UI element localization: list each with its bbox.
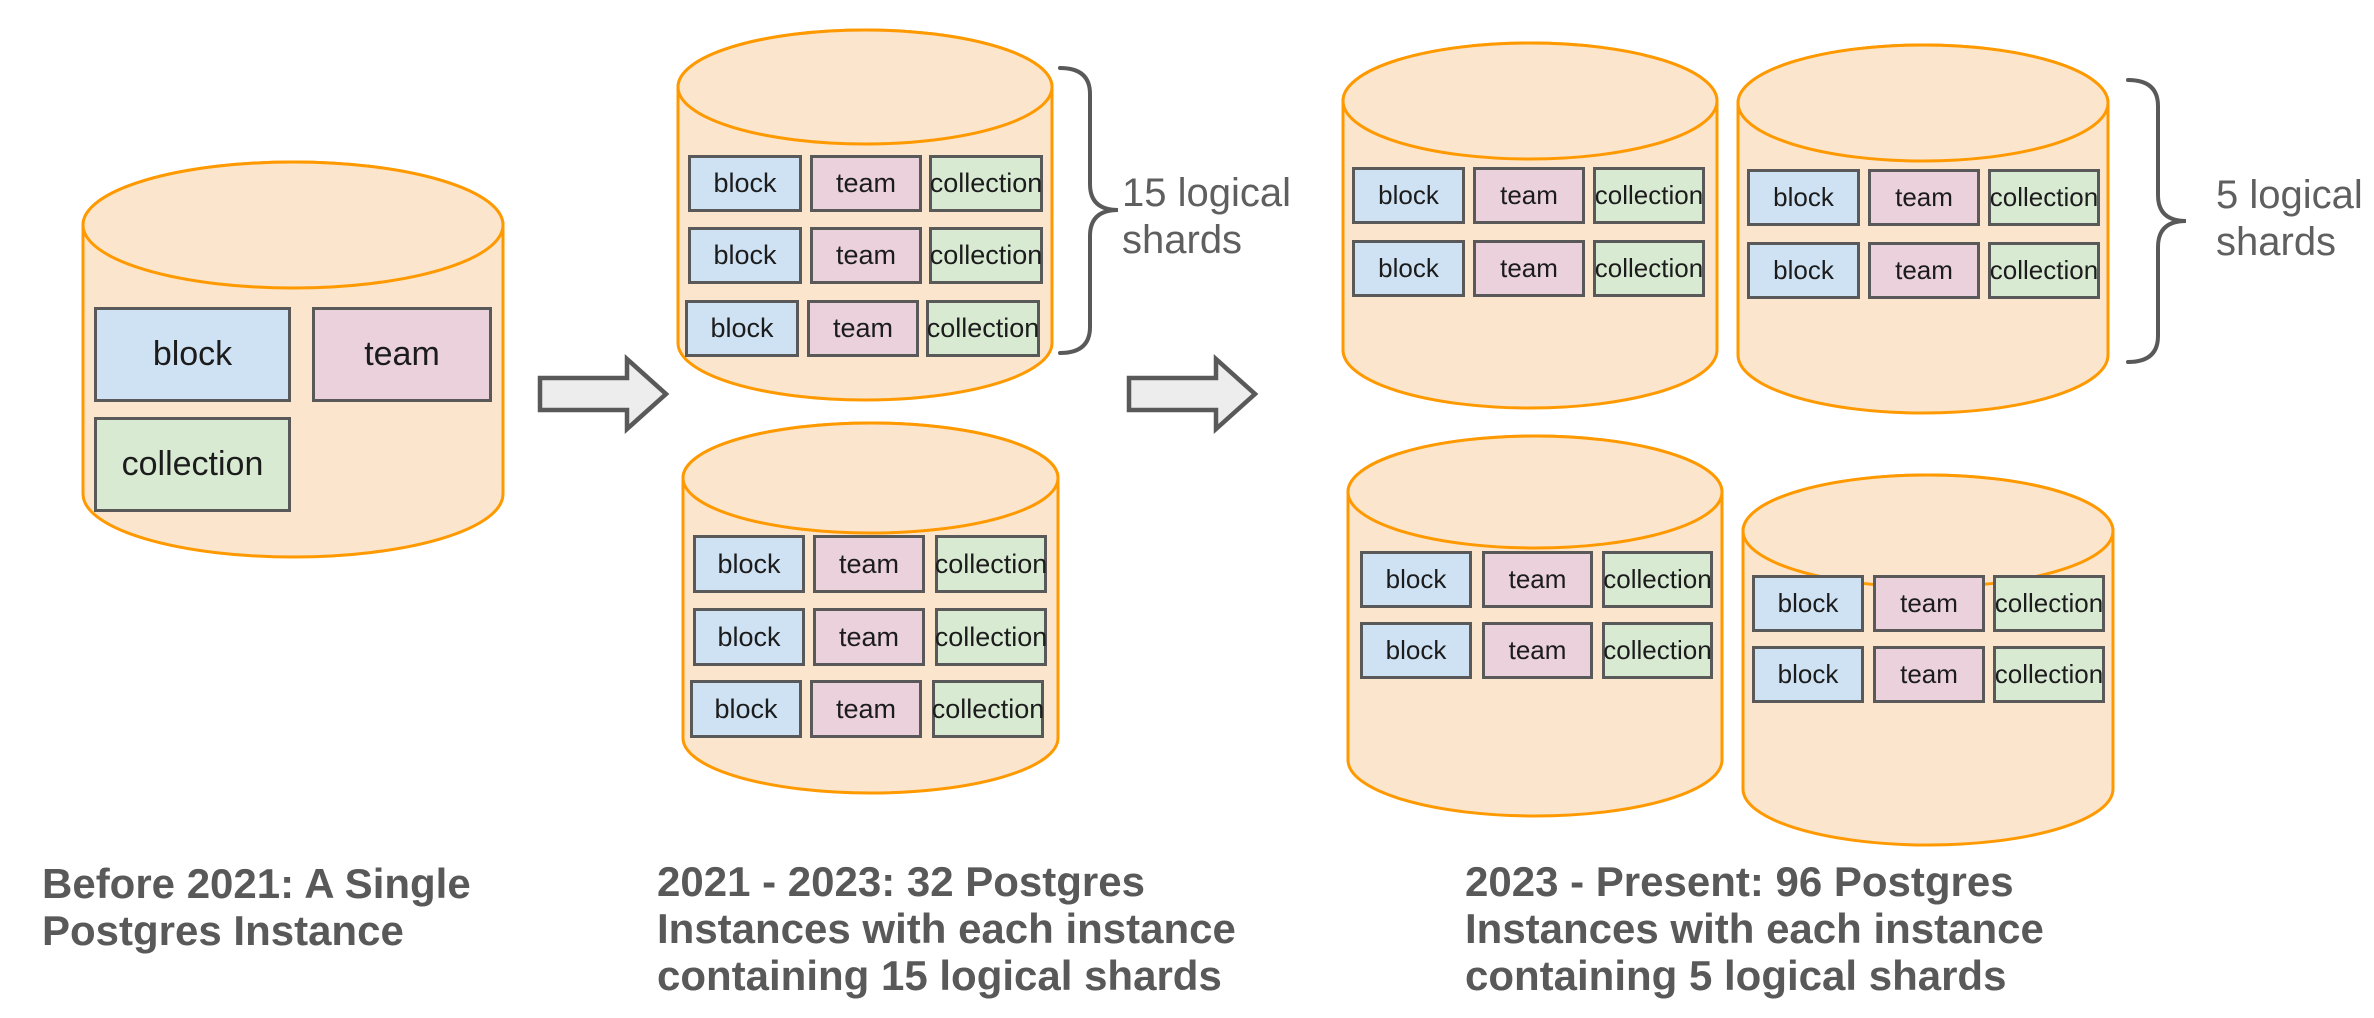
table-box-collection: collection: [929, 155, 1043, 212]
table-box-collection: collection: [1602, 622, 1713, 679]
table-box-team: team: [813, 608, 925, 666]
caption-before-2021: Before 2021: A Single Postgres Instance: [42, 860, 471, 954]
caption-2023-present: 2023 - Present: 96 Postgres Instances wi…: [1465, 858, 2044, 999]
table-box-collection: collection: [1602, 551, 1713, 608]
table-box-block: block: [688, 227, 802, 284]
caption-2021-2023: 2021 - 2023: 32 Postgres Instances with …: [657, 858, 1236, 999]
table-box-team: team: [1868, 242, 1980, 299]
postgres-instance-cylinder-right-2: [1736, 43, 2110, 415]
table-box-block: block: [1352, 240, 1465, 297]
table-box-collection: collection: [935, 608, 1047, 666]
table-box-team: team: [1473, 240, 1585, 297]
table-box-block: block: [1360, 551, 1472, 608]
caption-line: Before 2021: A Single: [42, 860, 471, 907]
table-box-collection: collection: [1993, 575, 2105, 632]
caption-line: Postgres Instance: [42, 907, 404, 954]
transition-arrow-1: [537, 353, 670, 435]
table-box-block: block: [1747, 242, 1860, 299]
table-box-block: block: [690, 680, 802, 738]
table-box-collection: collection: [1593, 240, 1705, 297]
table-box-team: team: [1473, 167, 1585, 224]
table-box-team: team: [810, 680, 922, 738]
table-box-collection: collection: [926, 300, 1040, 357]
table-box-collection: collection: [1988, 169, 2100, 226]
table-box-block: block: [685, 300, 799, 357]
table-box-block: block: [688, 155, 802, 212]
caption-line: Instances with each instance: [657, 905, 1236, 952]
caption-line: containing 15 logical shards: [657, 952, 1222, 999]
table-box-team: team: [1873, 575, 1985, 632]
table-box-block: block: [1752, 575, 1864, 632]
table-box-team: team: [312, 307, 492, 402]
table-box-team: team: [1482, 551, 1593, 608]
caption-line: Instances with each instance: [1465, 905, 2044, 952]
table-box-collection: collection: [929, 227, 1043, 284]
table-box-team: team: [1868, 169, 1980, 226]
table-box-block: block: [1752, 646, 1864, 703]
caption-line: 2021 - 2023: 32 Postgres: [657, 858, 1145, 905]
table-box-block: block: [1747, 169, 1860, 226]
postgres-instance-cylinder-right-1: [1341, 41, 1719, 410]
table-box-team: team: [1873, 646, 1985, 703]
table-box-team: team: [810, 155, 922, 212]
label-5-logical-shards: 5 logical shards: [2216, 172, 2363, 266]
label-line: 5 logical: [2216, 173, 2363, 217]
transition-arrow-2: [1126, 353, 1259, 435]
brace-15-shards: [1058, 66, 1119, 355]
label-15-logical-shards: 15 logical shards: [1122, 170, 1291, 264]
table-box-block: block: [1352, 167, 1465, 224]
table-box-collection: collection: [1593, 167, 1705, 224]
table-box-collection: collection: [94, 417, 291, 512]
label-line: shards: [2216, 220, 2337, 264]
table-box-block: block: [693, 535, 805, 593]
table-box-block: block: [693, 608, 805, 666]
table-box-block: block: [94, 307, 291, 402]
table-box-collection: collection: [932, 680, 1044, 738]
table-box-collection: collection: [1988, 242, 2100, 299]
label-line: 15 logical: [1122, 171, 1292, 215]
table-box-team: team: [813, 535, 925, 593]
table-box-team: team: [807, 300, 919, 357]
table-box-team: team: [810, 227, 922, 284]
caption-line: containing 5 logical shards: [1465, 952, 2007, 999]
label-line: shards: [1122, 218, 1243, 262]
table-box-block: block: [1360, 622, 1472, 679]
caption-line: 2023 - Present: 96 Postgres: [1465, 858, 2014, 905]
table-box-collection: collection: [1993, 646, 2105, 703]
brace-5-shards: [2126, 78, 2187, 364]
table-box-collection: collection: [935, 535, 1047, 593]
table-box-team: team: [1482, 622, 1593, 679]
